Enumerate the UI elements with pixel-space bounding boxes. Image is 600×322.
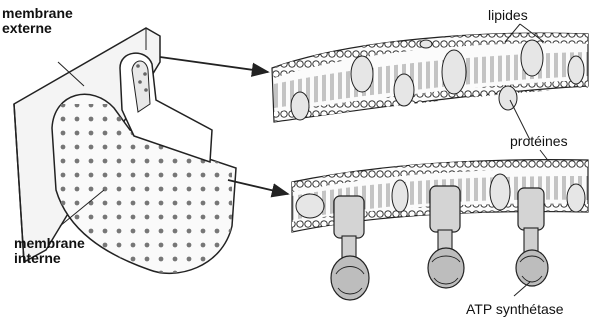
outer-membrane-label: membrane externe xyxy=(2,6,73,36)
outer-membrane-label-line1: membrane xyxy=(2,6,73,21)
outer-membrane-label-line2: externe xyxy=(2,21,73,36)
inner-membrane-bilayer xyxy=(292,160,588,300)
lipids-label: lipides xyxy=(488,8,528,23)
inner-membrane-label-line2: interne xyxy=(14,251,85,266)
proteins-label: protéines xyxy=(510,134,568,149)
atp-synthase-2 xyxy=(428,186,464,288)
arrow-to-outer-membrane xyxy=(160,57,268,72)
inner-membrane-label-line1: membrane xyxy=(14,236,85,251)
outer-membrane-bilayer xyxy=(272,33,588,122)
atp-synthase-label: ATP synthétase xyxy=(466,302,564,317)
inner-membrane-label: membrane interne xyxy=(14,236,85,266)
atp-synthase-1 xyxy=(331,196,369,300)
arrow-to-inner-membrane xyxy=(228,180,288,194)
atp-synthase-3 xyxy=(516,188,548,286)
